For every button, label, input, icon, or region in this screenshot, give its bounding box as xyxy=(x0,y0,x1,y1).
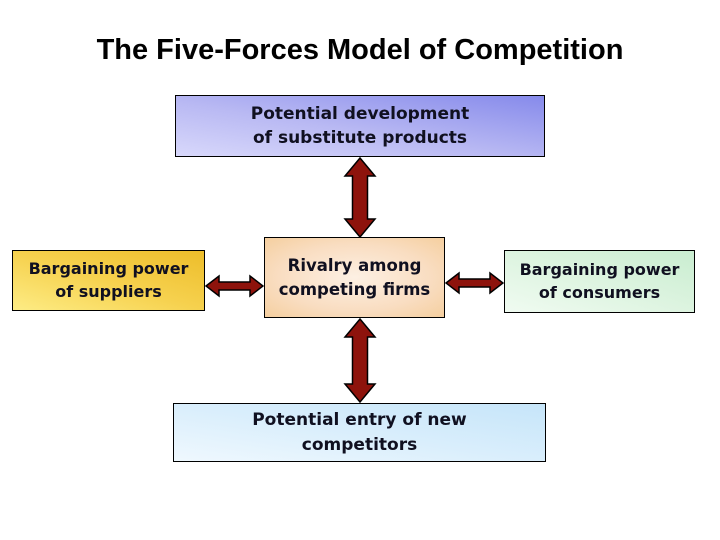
box-substitute-products-line2: of substitute products xyxy=(252,128,468,148)
box-substitute-products-line1: Potential development xyxy=(250,103,470,124)
box-substitute-products: Potential development of substitute prod… xyxy=(175,95,545,157)
box-entrants-line2: competitors xyxy=(301,434,418,455)
box-consumers-line1: Bargaining power xyxy=(519,259,680,279)
box-suppliers-line1: Bargaining power xyxy=(28,258,189,278)
box-rivalry-competing-firms: Rivalry among competing firms xyxy=(264,237,445,318)
box-potential-new-entrants: Potential entry of new competitors xyxy=(173,403,546,462)
box-bargaining-power-suppliers: Bargaining power of suppliers xyxy=(12,250,205,311)
box-rivalry-line1: Rivalry among xyxy=(287,256,422,276)
box-suppliers-line2: of suppliers xyxy=(55,281,162,301)
box-rivalry-line2: competing firms xyxy=(278,279,431,299)
double-arrow-suppliers-rivalry-icon xyxy=(205,274,264,298)
slide-title: The Five-Forces Model of Competition xyxy=(96,34,624,66)
box-entrants-line1: Potential entry of new xyxy=(252,410,467,431)
box-bargaining-power-consumers: Bargaining power of consumers xyxy=(504,250,695,313)
double-arrow-rivalry-consumers-icon xyxy=(445,271,504,295)
box-consumers-line2: of consumers xyxy=(538,282,661,302)
double-arrow-rivalry-entrants-icon xyxy=(343,318,377,403)
double-arrow-substitutes-rivalry-icon xyxy=(343,157,377,238)
